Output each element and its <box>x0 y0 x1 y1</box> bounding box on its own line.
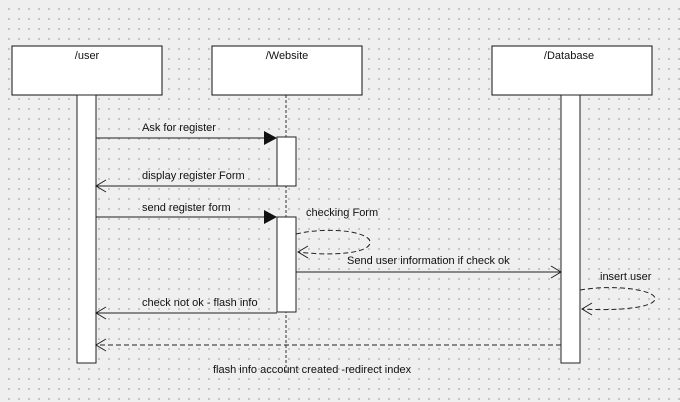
open-arrowhead-icon <box>550 265 562 279</box>
user-activation-bar <box>76 94 97 364</box>
message-display-register-form-label: display register Form <box>142 170 245 182</box>
message-check-not-ok-label: check not ok - flash info <box>142 297 258 309</box>
message-checking-form-label: checking Form <box>306 207 378 219</box>
filled-arrowhead-icon <box>264 210 277 224</box>
open-arrowhead-icon <box>581 302 593 316</box>
open-arrowhead-icon <box>95 179 107 193</box>
participant-user[interactable]: /user <box>11 45 163 96</box>
message-flash-info-account-created[interactable]: flash info account created -redirect ind… <box>95 338 561 376</box>
message-insert-user[interactable]: insert user <box>579 271 656 316</box>
message-insert-user-label: insert user <box>600 271 652 283</box>
open-arrowhead-icon <box>95 306 107 320</box>
message-display-register-form[interactable]: display register Form <box>95 170 277 193</box>
message-send-register-form[interactable]: send register form <box>96 202 277 224</box>
open-arrowhead-icon <box>297 245 309 259</box>
website-activation-bar-1 <box>276 136 297 187</box>
participant-user-label: /user <box>75 50 100 62</box>
message-ask-for-register[interactable]: Ask for register <box>96 122 277 145</box>
filled-arrowhead-icon <box>264 131 277 145</box>
message-send-user-information-label: Send user information if check ok <box>347 255 510 267</box>
database-activation-bar <box>560 94 581 364</box>
message-ask-for-register-label: Ask for register <box>142 122 216 134</box>
participant-website[interactable]: /Website <box>211 45 363 96</box>
website-activation-bar-2 <box>276 216 297 313</box>
message-check-not-ok[interactable]: check not ok - flash info <box>95 297 277 320</box>
message-send-register-form-label: send register form <box>142 202 231 214</box>
participant-database[interactable]: /Database <box>491 45 653 96</box>
message-send-user-information[interactable]: Send user information if check ok <box>296 255 562 279</box>
participant-database-label: /Database <box>544 50 594 62</box>
message-flash-info-account-created-label: flash info account created -redirect ind… <box>213 364 412 376</box>
participant-website-label: /Website <box>266 50 309 62</box>
message-checking-form[interactable]: checking Form <box>295 207 378 259</box>
open-arrowhead-icon <box>95 338 107 352</box>
